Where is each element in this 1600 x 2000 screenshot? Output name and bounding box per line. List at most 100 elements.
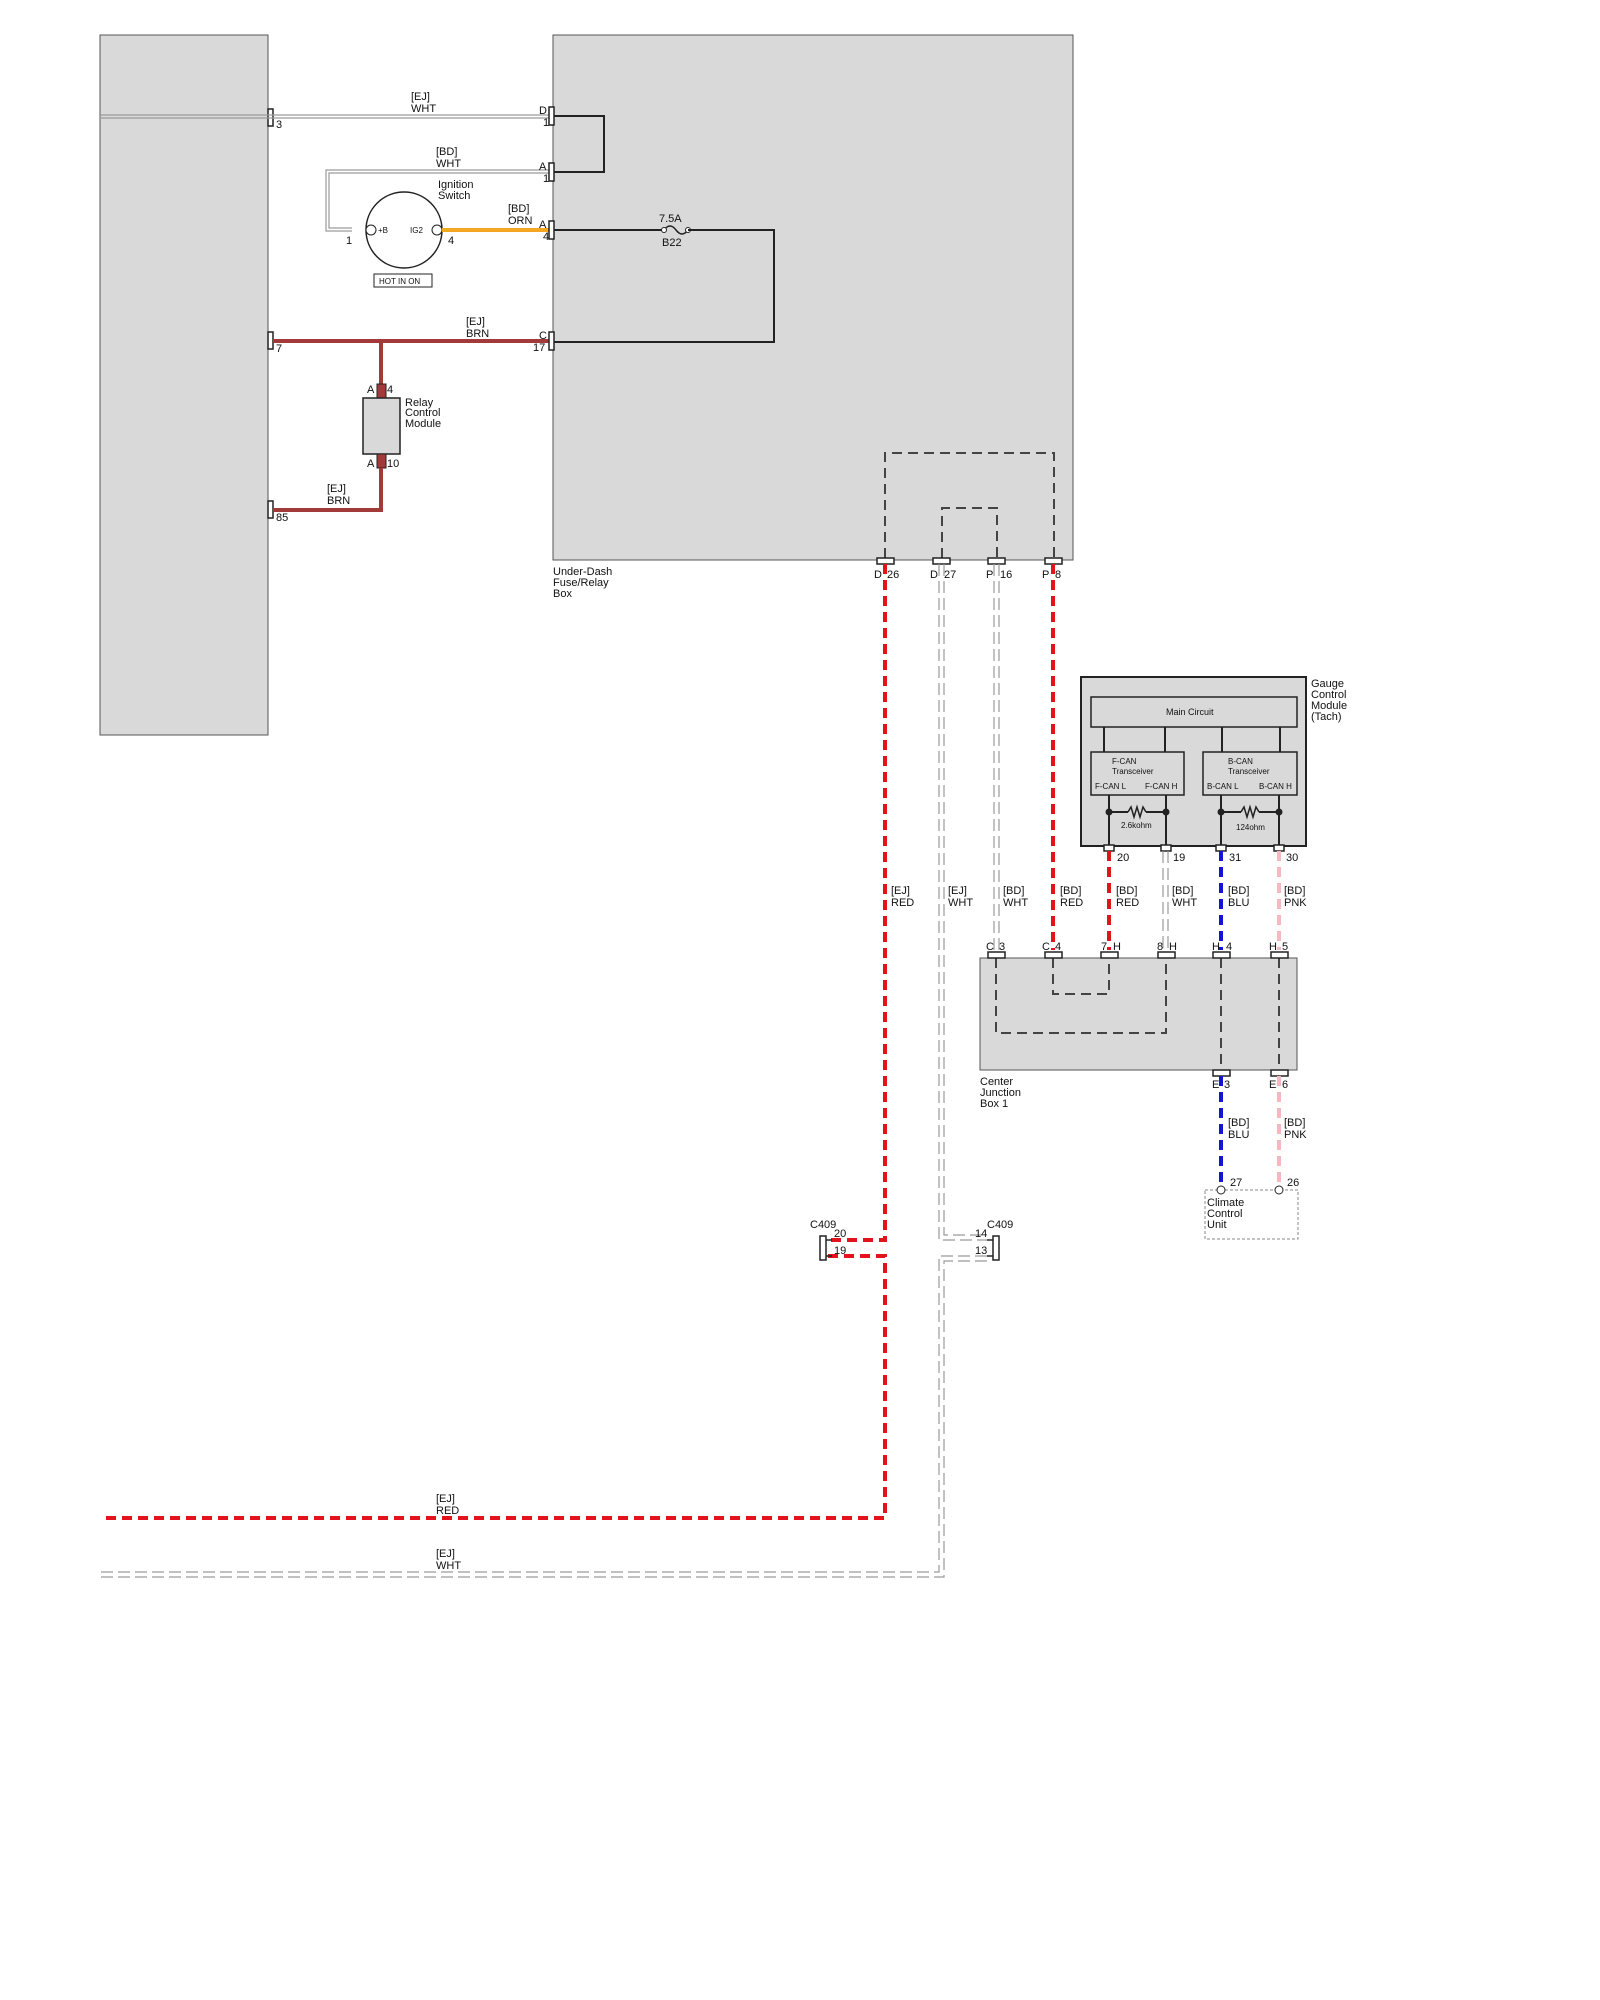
wire-bd-wht-top: [BD] WHT xyxy=(325,146,549,232)
svg-text:WHT: WHT xyxy=(948,897,973,909)
svg-text:8: 8 xyxy=(1055,569,1061,581)
svg-text:3: 3 xyxy=(1224,1079,1230,1091)
svg-text:E: E xyxy=(1212,1079,1219,1091)
svg-text:16: 16 xyxy=(1000,569,1012,581)
svg-text:A: A xyxy=(367,384,375,396)
svg-text:2.6kohm: 2.6kohm xyxy=(1121,821,1152,830)
box-pin-c17: C 17 xyxy=(533,330,555,354)
wire-bd-blu-ccu: [BD] BLU xyxy=(1219,1076,1249,1190)
svg-text:[BD]: [BD] xyxy=(1284,885,1305,897)
label-ej-wht-bottom: [EJ] WHT xyxy=(436,1548,461,1572)
svg-text:4: 4 xyxy=(448,235,454,247)
svg-text:(Tach): (Tach) xyxy=(1311,711,1342,723)
svg-text:Control: Control xyxy=(1311,689,1346,701)
gauge-module-label: Gauge Control Module (Tach) xyxy=(1311,678,1347,723)
svg-text:4: 4 xyxy=(1226,941,1232,953)
svg-text:WHT: WHT xyxy=(1003,897,1028,909)
box-pin-p16: P 16 xyxy=(986,557,1012,581)
svg-text:IG2: IG2 xyxy=(410,226,423,235)
svg-text:[BD]: [BD] xyxy=(1284,1117,1305,1129)
bcan-transceiver xyxy=(1202,751,1298,796)
svg-text:26: 26 xyxy=(887,569,899,581)
wire-bd-pnk-ccu: [BD] PNK xyxy=(1277,1076,1307,1190)
svg-text:Under-Dash: Under-Dash xyxy=(553,566,612,578)
svg-text:F-CAN: F-CAN xyxy=(1112,757,1137,766)
svg-text:27: 27 xyxy=(1230,1177,1242,1189)
svg-text:BLU: BLU xyxy=(1228,1129,1249,1141)
svg-text:[BD]: [BD] xyxy=(1116,885,1137,897)
svg-text:4: 4 xyxy=(387,384,393,396)
svg-text:[BD]: [BD] xyxy=(1228,885,1249,897)
label-ej-red-bottom: [EJ] RED xyxy=(436,1493,459,1517)
svg-text:RED: RED xyxy=(436,1505,459,1517)
climate-control-unit: 27 26 Climate Control Unit xyxy=(1204,1177,1299,1240)
svg-text:[EJ]: [EJ] xyxy=(411,91,430,103)
svg-text:4: 4 xyxy=(1055,941,1061,953)
main-circuit-block xyxy=(1090,696,1298,728)
svg-text:Main Circuit: Main Circuit xyxy=(1166,707,1214,717)
cjb-pin-c4: C 4 xyxy=(1042,941,1063,959)
svg-text:20: 20 xyxy=(834,1228,846,1240)
box-internal-loop-inner xyxy=(941,507,998,558)
underdash-fuse-relay-box xyxy=(552,34,1074,561)
svg-text:[EJ]: [EJ] xyxy=(948,885,967,897)
wire-bd-red-gcm: [BD] RED xyxy=(1107,851,1139,950)
ignition-switch: +B IG2 1 4 Ignition Switch HOT IN ON xyxy=(346,179,473,288)
svg-text:RED: RED xyxy=(1116,897,1139,909)
svg-text:H: H xyxy=(1169,941,1177,953)
svg-text:[BD]: [BD] xyxy=(508,203,529,215)
svg-text:[EJ]: [EJ] xyxy=(436,1493,455,1505)
svg-text:A: A xyxy=(539,161,547,173)
svg-text:C409: C409 xyxy=(987,1219,1013,1231)
svg-text:Junction: Junction xyxy=(980,1087,1021,1099)
svg-text:A: A xyxy=(367,458,375,470)
wire-bd-blu-gcm: [BD] BLU xyxy=(1219,851,1249,950)
svg-text:27: 27 xyxy=(944,569,956,581)
wire-bd-wht-p16: [BD] WHT xyxy=(993,564,1028,950)
cjb-pin-h8: 8 H xyxy=(1157,941,1177,959)
svg-text:WHT: WHT xyxy=(436,158,461,170)
box-pin-a4: A 4 xyxy=(539,219,555,243)
svg-text:F-CAN H: F-CAN H xyxy=(1145,782,1178,791)
svg-text:20: 20 xyxy=(1117,852,1129,864)
left-pin-3: 3 xyxy=(267,108,282,131)
svg-text:RED: RED xyxy=(1060,897,1083,909)
cjb-pin-h7: 7 H xyxy=(1100,941,1121,959)
wire-ej-wht-vertical: [EJ] WHT xyxy=(100,564,987,1578)
svg-text:Fuse/Relay: Fuse/Relay xyxy=(553,577,609,589)
hot-in-on-tag: HOT IN ON xyxy=(379,277,420,286)
svg-text:1: 1 xyxy=(543,117,549,129)
cjb-label: Center Junction Box 1 xyxy=(980,1076,1021,1110)
svg-text:A: A xyxy=(539,219,547,231)
cjb-pin-h5: H 5 xyxy=(1269,941,1289,959)
svg-text:WHT: WHT xyxy=(436,1560,461,1572)
svg-text:[BD]: [BD] xyxy=(436,146,457,158)
box-internal-loop-outer xyxy=(884,452,1055,558)
svg-text:C: C xyxy=(539,330,547,342)
svg-text:6: 6 xyxy=(1282,1079,1288,1091)
cjb-pin-c3: C 3 xyxy=(986,941,1006,959)
svg-text:17: 17 xyxy=(533,342,545,354)
svg-text:Climate: Climate xyxy=(1207,1197,1244,1209)
box-pin-d27: D 27 xyxy=(930,557,956,581)
box-internal-jumper xyxy=(553,115,605,173)
svg-text:[BD]: [BD] xyxy=(1172,885,1193,897)
svg-text:BRN: BRN xyxy=(327,495,350,507)
svg-text:[EJ]: [EJ] xyxy=(891,885,910,897)
svg-text:85: 85 xyxy=(276,512,288,524)
svg-text:C: C xyxy=(986,941,994,953)
svg-text:P: P xyxy=(986,569,993,581)
svg-text:Gauge: Gauge xyxy=(1311,678,1344,690)
svg-text:Control: Control xyxy=(405,407,440,419)
left-pin-7: 7 xyxy=(267,331,282,355)
svg-text:H: H xyxy=(1113,941,1121,953)
svg-text:B-CAN L: B-CAN L xyxy=(1207,782,1239,791)
svg-text:P: P xyxy=(1042,569,1049,581)
svg-text:8: 8 xyxy=(1157,941,1163,953)
svg-text:30: 30 xyxy=(1286,852,1298,864)
svg-text:D: D xyxy=(539,105,547,117)
svg-text:BLU: BLU xyxy=(1228,897,1249,909)
svg-text:B22: B22 xyxy=(662,237,682,249)
svg-text:14: 14 xyxy=(975,1228,987,1240)
svg-text:+B: +B xyxy=(378,226,388,235)
